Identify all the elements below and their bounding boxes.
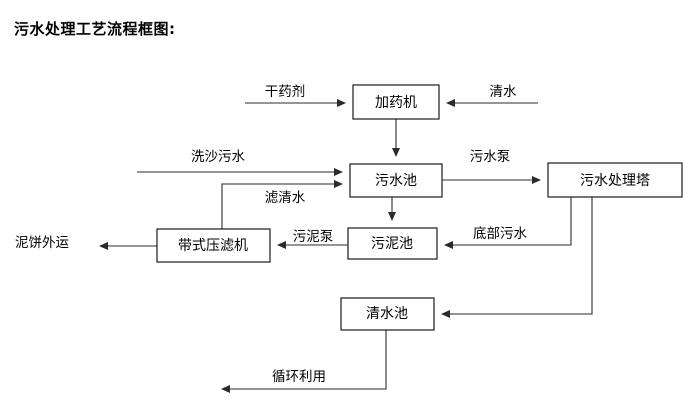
node-label-wastewater-pool: 污水池 bbox=[375, 173, 417, 189]
node-belt-filter-press[interactable]: 带式压滤机 bbox=[156, 228, 271, 263]
page-title: 污水处理工艺流程框图: bbox=[14, 20, 176, 38]
edge-treatment-tower-to-sludge-pool bbox=[444, 197, 572, 249]
edge-label-dry-chemical: 干药剂 bbox=[265, 84, 306, 100]
edge-label-sewage-pump: 污水泵 bbox=[470, 149, 511, 165]
node-clean-water-pool[interactable]: 清水池 bbox=[340, 297, 435, 331]
node-dosing-machine[interactable]: 加药机 bbox=[352, 84, 440, 120]
edge-filtered-water-to-wastewater-pool bbox=[221, 180, 343, 229]
node-treatment-tower[interactable]: 污水处理塔 bbox=[547, 162, 683, 198]
edge-label-clean-water-inlet: 清水 bbox=[490, 84, 518, 100]
edge-label-sand-wash-sewage: 洗沙污水 bbox=[191, 149, 245, 165]
edge-label-filtered-water: 滤清水 bbox=[265, 190, 306, 206]
terminal-label-mud-cake-out: 泥饼外运 bbox=[15, 235, 69, 251]
node-label-sludge-pool: 污泥池 bbox=[371, 236, 413, 252]
edge-label-bottom-sewage: 底部污水 bbox=[473, 226, 527, 242]
node-label-treatment-tower: 污水处理塔 bbox=[580, 173, 650, 189]
node-sludge-pool[interactable]: 污泥池 bbox=[347, 227, 438, 260]
node-wastewater-pool[interactable]: 污水池 bbox=[349, 163, 443, 198]
edge-clean-water-pool-to-recycle bbox=[221, 330, 387, 393]
edge-treatment-tower-to-clean-water-pool bbox=[441, 197, 593, 318]
node-label-dosing-machine: 加药机 bbox=[375, 95, 417, 111]
edge-label-sludge-pump: 污泥泵 bbox=[293, 229, 334, 245]
edge-label-recycle-reuse: 循环利用 bbox=[272, 369, 326, 385]
node-label-clean-water-pool: 清水池 bbox=[366, 306, 408, 322]
node-label-belt-filter-press: 带式压滤机 bbox=[178, 238, 248, 254]
